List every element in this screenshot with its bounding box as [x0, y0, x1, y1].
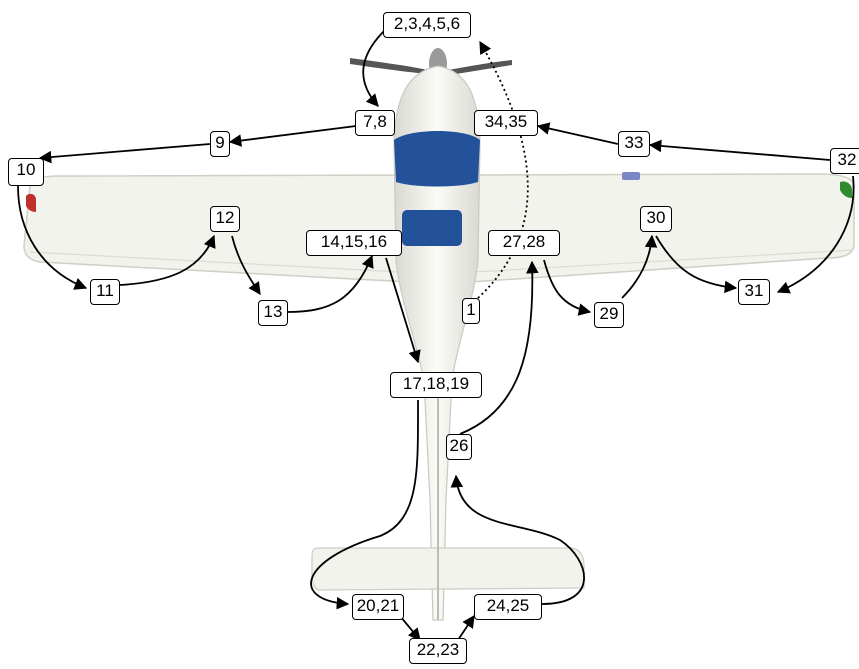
step-label-10: 10 — [8, 158, 44, 186]
step-label-27-28: 27,28 — [488, 230, 560, 256]
step-label-11: 11 — [90, 279, 120, 305]
step-label-9: 9 — [210, 131, 230, 157]
aileron-line-left — [29, 251, 401, 273]
arrow-11-to-12 — [119, 234, 216, 286]
horizontal-stabilizer — [311, 547, 585, 591]
step-label-12: 12 — [210, 206, 240, 232]
arrow-27-to-29 — [543, 259, 592, 316]
step-label-32: 32 — [830, 148, 859, 174]
step-label-14-16: 14,15,16 — [306, 230, 402, 256]
arrow-32-to-31 — [776, 175, 855, 294]
step-label-1: 1 — [462, 298, 480, 324]
step-label-24-25: 24,25 — [474, 594, 542, 620]
propeller-blade-right — [448, 60, 512, 75]
arrow-30-to-31 — [655, 235, 738, 294]
nav-light-left — [26, 193, 36, 212]
inspection-path — [17, 29, 855, 641]
step-label-30: 30 — [640, 206, 672, 232]
arrow-29-to-30 — [621, 234, 658, 299]
arrow-24-to-26 — [450, 474, 585, 605]
arrow-22-to-24 — [457, 614, 475, 641]
fuel-cap-right — [622, 172, 640, 180]
arrow-9-to-10 — [38, 143, 211, 164]
step-label-7-8: 7,8 — [355, 110, 395, 136]
arrow-20-to-22 — [399, 615, 421, 641]
step-label-33: 33 — [618, 131, 650, 157]
step-label-31: 31 — [738, 279, 770, 305]
arrow-2-to-7 — [362, 29, 386, 107]
propeller-blade-left — [350, 58, 428, 74]
step-label-20-21: 20,21 — [352, 594, 404, 620]
step-label-13: 13 — [258, 300, 288, 326]
step-label-26: 26 — [446, 434, 472, 460]
arrow-17-to-20 — [310, 399, 419, 610]
rear-window — [402, 210, 462, 246]
path-start-dotted — [477, 40, 529, 299]
step-label-17-19: 17,18,19 — [390, 372, 482, 398]
arrow-26-to-27 — [459, 260, 539, 435]
arrow-33-to-34 — [536, 122, 619, 145]
arrow-12-to-13 — [231, 235, 261, 296]
arrow-10-to-11 — [17, 185, 88, 290]
arrow-32-to-33 — [648, 139, 831, 161]
windshield — [394, 131, 480, 187]
step-label-29: 29 — [594, 302, 624, 328]
aircraft-illustration — [23, 48, 855, 621]
arrow-13-to-14 — [287, 254, 374, 313]
step-label-34-35: 34,35 — [474, 110, 538, 136]
nav-light-right — [840, 181, 852, 198]
step-label-22-23: 22,23 — [409, 638, 467, 664]
arrow-14-to-17 — [385, 257, 421, 364]
step-label-2-6: 2,3,4,5,6 — [383, 12, 471, 38]
arrow-7-to-9 — [228, 125, 357, 147]
